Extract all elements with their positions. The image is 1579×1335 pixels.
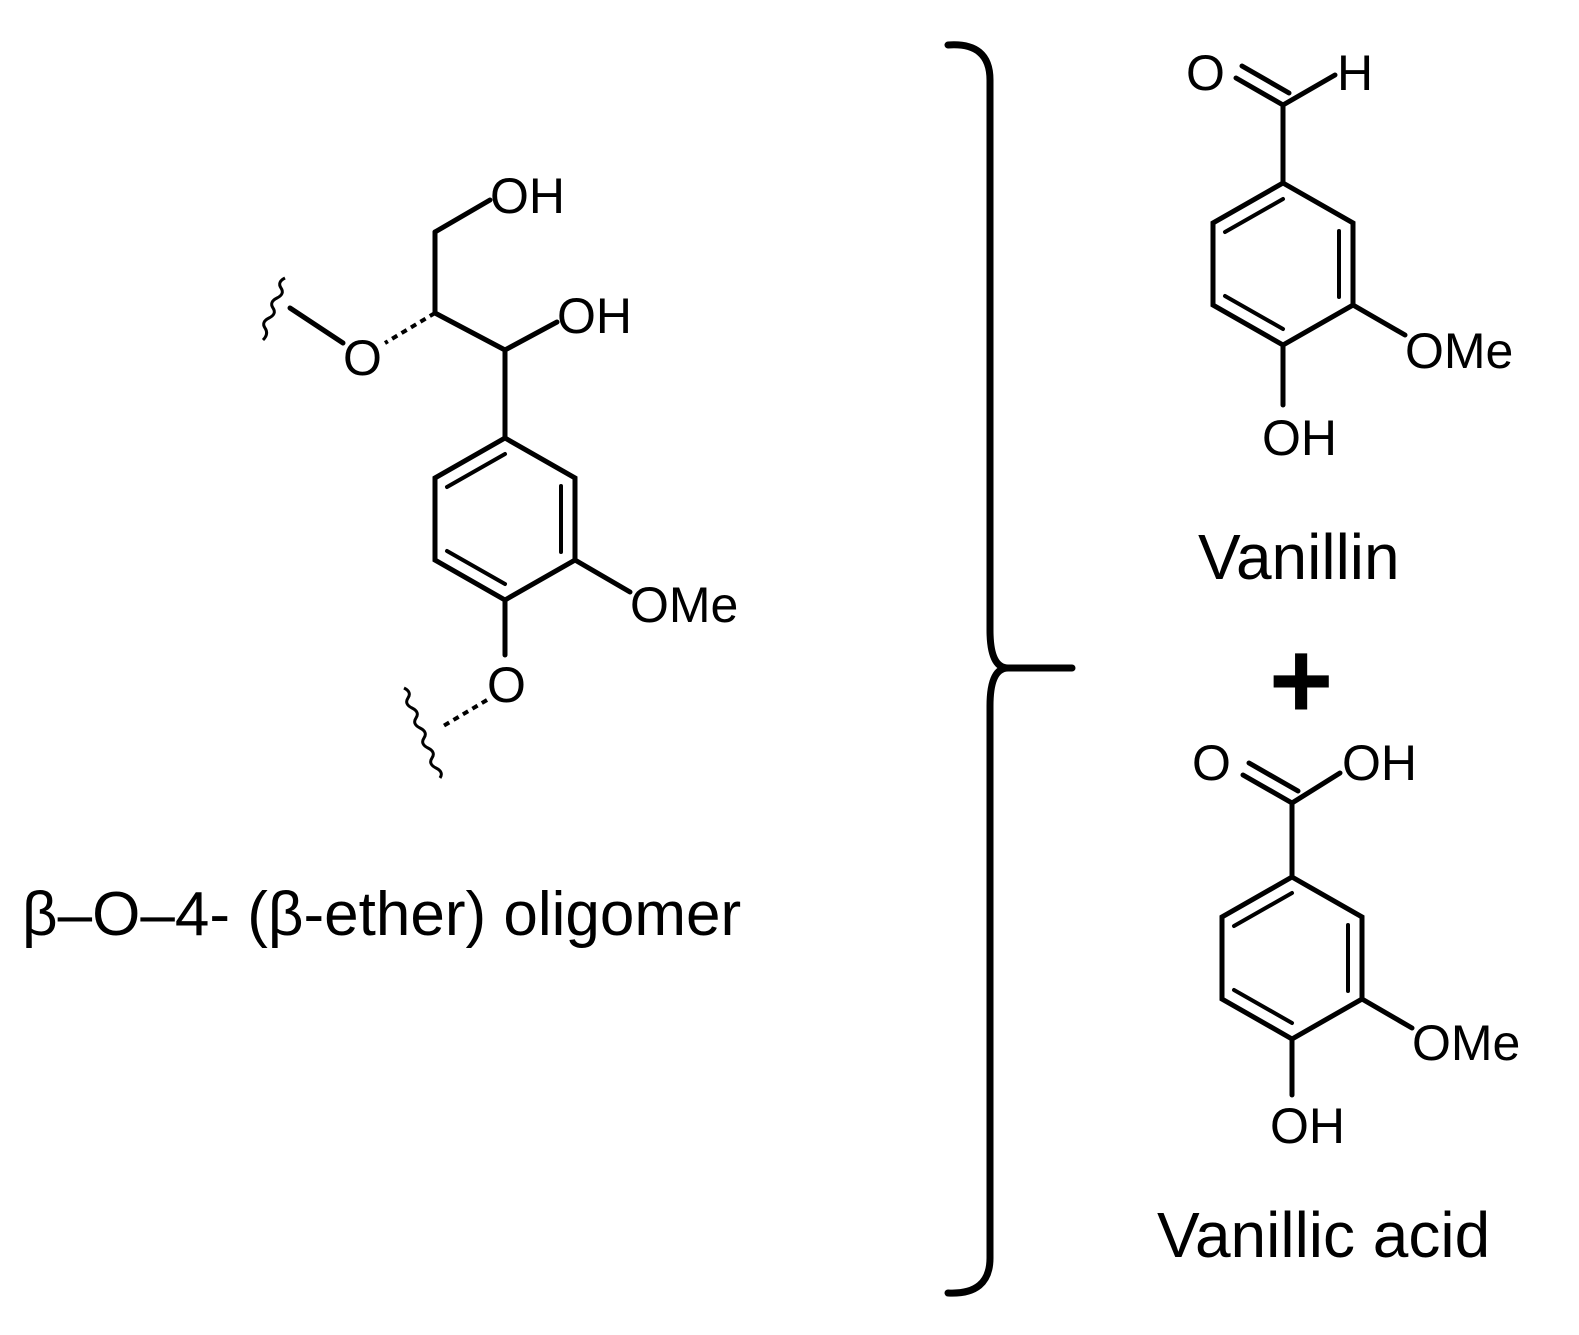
- vanillin-aldehyde-h-label: H: [1337, 45, 1373, 101]
- reactant-ether-o-upper-label: O: [343, 330, 382, 386]
- reactant-oh-top-label: OH: [490, 168, 565, 224]
- vanillic-acid-ome-label: OMe: [1412, 1015, 1520, 1071]
- vanillic-acid-oh-label: OH: [1270, 1098, 1345, 1154]
- vanillin-carbonyl-o-label: O: [1186, 45, 1225, 101]
- vanillin-structure: O H OMe OH: [1186, 45, 1513, 466]
- vanillic-acid-structure: O OH OMe OH: [1192, 735, 1520, 1154]
- reactant-ether-o-lower-label: O: [487, 657, 526, 713]
- plus-sign: +: [1269, 619, 1333, 742]
- reactant-name: β–O–4- (β-ether) oligomer: [22, 880, 741, 949]
- vanillic-acid-name: Vanillic acid: [1157, 1199, 1490, 1271]
- vanillic-acid-oh-acid-label: OH: [1342, 735, 1417, 791]
- vanillin-ome-label: OMe: [1405, 323, 1513, 379]
- vanillin-name: Vanillin: [1198, 521, 1400, 593]
- reactant-structure: OH OH O OMe O: [261, 168, 738, 779]
- vanillic-acid-carbonyl-o-label: O: [1192, 735, 1231, 791]
- reactant-ome-label: OMe: [630, 577, 738, 633]
- vanillin-oh-label: OH: [1262, 410, 1337, 466]
- product-brace: [944, 41, 1076, 1297]
- reactant-oh-mid-label: OH: [557, 288, 632, 344]
